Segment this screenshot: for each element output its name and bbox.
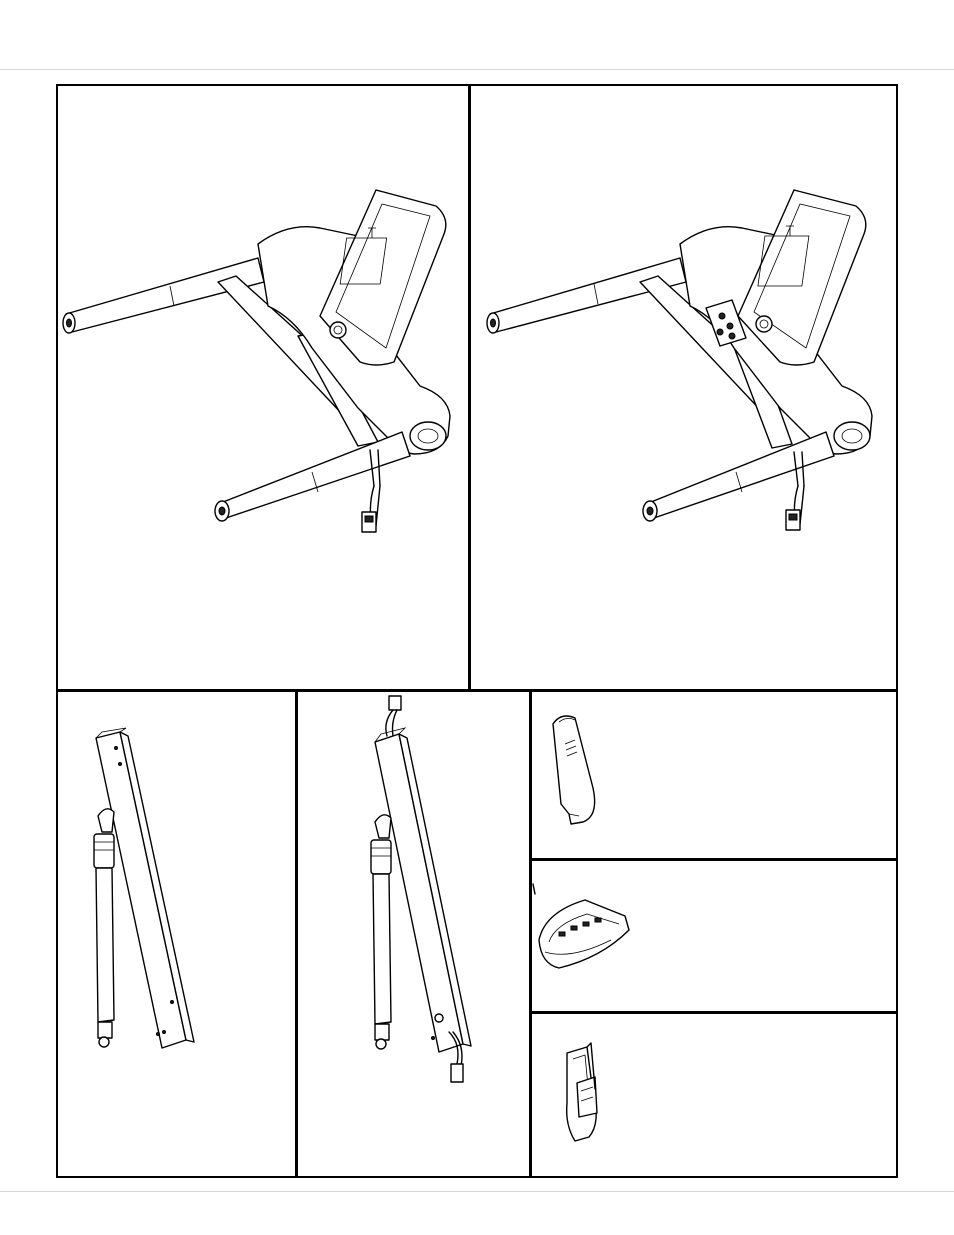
panel-upright-with-wiring — [297, 692, 529, 1176]
panel-console-assembly-with-bracket — [470, 86, 896, 689]
panel-side-cover — [531, 692, 896, 858]
panel-handle-bracket — [531, 1013, 896, 1176]
panel-upright-with-actuator — [58, 692, 295, 1176]
console-assembly-drawing — [58, 86, 468, 689]
base-cover-drawing — [531, 860, 896, 1011]
side-cover-drawing — [531, 692, 896, 858]
panel-base-cover — [531, 860, 896, 1011]
header-rule — [0, 69, 954, 70]
console-bracket-drawing — [470, 86, 896, 689]
panel-console-assembly — [58, 86, 468, 689]
footer-rule — [0, 1191, 954, 1192]
upright-wiring-drawing — [297, 692, 529, 1176]
upright-actuator-drawing — [58, 692, 295, 1176]
handle-bracket-drawing — [531, 1013, 896, 1176]
